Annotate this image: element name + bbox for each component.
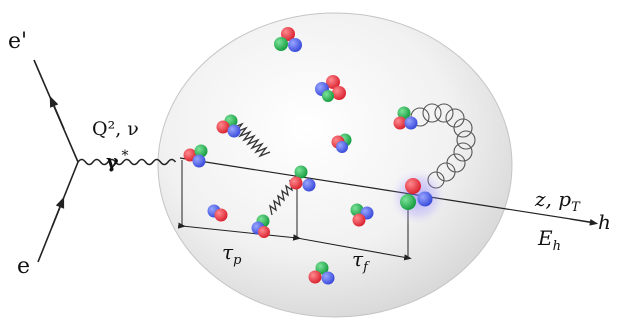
- tau-p-label: τp: [222, 242, 241, 267]
- eh-text: E: [538, 226, 553, 250]
- nucleus: [158, 13, 512, 317]
- incoming-electron-line: [38, 162, 78, 262]
- q2-nu-label: Q², ν: [92, 120, 139, 139]
- outgoing-electron-label: e': [8, 31, 27, 53]
- hadron-label: h: [598, 212, 611, 232]
- z-pt-subscript: T: [571, 200, 580, 215]
- hadron-arrow: [570, 219, 594, 223]
- tau-f-subscript: f: [363, 260, 368, 275]
- incoming-electron-label: e: [17, 256, 30, 278]
- tau-p-symbol: τ: [222, 240, 233, 264]
- hadron-energy-label: Eh: [538, 228, 561, 253]
- outgoing-electron-line: [34, 60, 78, 162]
- tau-f-symbol: τ: [352, 247, 363, 271]
- tau-p-subscript: p: [233, 253, 241, 268]
- virtual-photon-label: γ*: [106, 149, 129, 171]
- z-pt-text: z, p: [535, 187, 571, 211]
- gamma-symbol: γ: [106, 150, 119, 172]
- z-pt-label: z, pT: [535, 189, 580, 214]
- eh-subscript: h: [553, 239, 561, 254]
- tau-f-label: τf: [352, 249, 368, 274]
- gamma-star: *: [122, 148, 129, 164]
